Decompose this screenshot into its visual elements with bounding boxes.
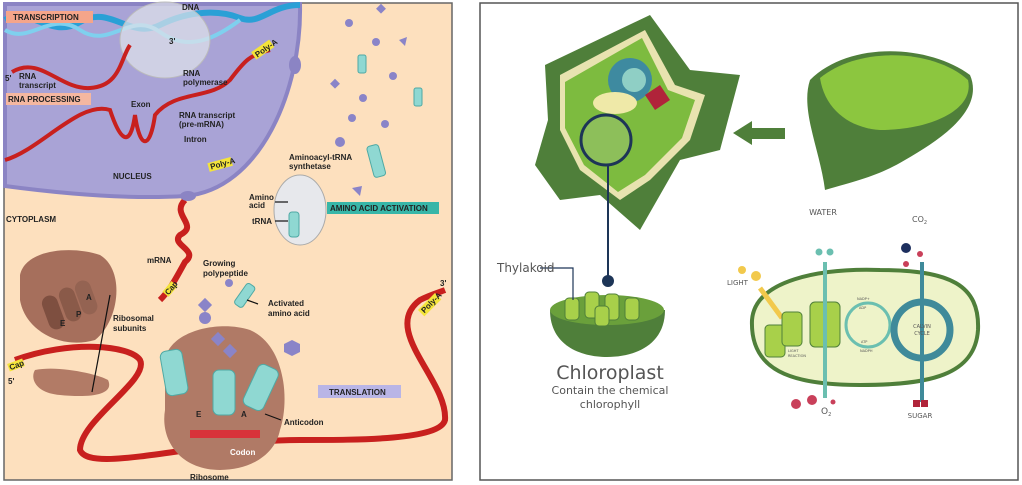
anticodon-label: Anticodon [284,418,324,427]
dna-label: DNA [182,3,200,12]
activated-amino-acid-label: Activated [268,299,304,308]
chloroplast-process [738,243,981,409]
nuclear-pore [289,56,301,74]
activated-amino-acid-label: amino acid [268,309,310,318]
rna-polymerase [119,1,211,79]
codon-bases [190,430,260,438]
rna-processing-label: RNA PROCESSING [8,95,81,104]
rna-polymerase-label: polymerase [183,78,228,87]
exon-label: Exon [131,100,151,109]
translation-label: TRANSLATION [329,388,386,397]
pre-mrna-ribbon [4,48,271,162]
protein-synthesis-panel: TRANSCRIPTION RNA PROCESSING AMINO ACID … [3,1,453,482]
amino-acid-label: Amino [249,193,274,202]
codon-label: Codon [230,448,255,457]
calvin-cycle-label: CALVIN [913,324,931,330]
ribosomal-subunits-label: Ribosomal [113,314,154,323]
site-e-slot [41,295,65,330]
atp-label: ATP [861,340,867,344]
leaf [807,51,973,190]
ribosomal-subunits-label: subunits [113,324,147,333]
intron-label: Intron [184,135,207,144]
amino-acid-label: acid [249,201,265,210]
small-ribosomal-subunit [33,368,110,397]
sugar-label: SUGAR [908,412,933,420]
trna-in-synthetase [288,211,300,238]
rna-processing-label-box [6,93,91,105]
thylakoid-label: Thylakoid [496,261,555,275]
rna-transcript-label: transcript [19,81,56,90]
free-amino-acids [330,3,407,196]
site-p-slot [58,287,82,322]
trna-label: tRNA [252,217,272,226]
translation-label-box [318,385,401,398]
ribosome-a-site-label: A [241,410,247,419]
growing-polypeptide-label: Growing [203,259,236,268]
arrow-left-icon [733,121,785,145]
amino-acid-activation-box [327,202,439,214]
atp-cycle [844,301,892,349]
plant-cell [535,15,740,287]
site-a-slot [74,280,98,315]
cytoplasm-label: CYTOPLASM [6,215,56,224]
nucleus-label: NUCLEUS [113,172,152,181]
mrna-label: mRNA [147,256,172,265]
site-a-label: A [86,293,92,302]
photosynthesis-panel: Thylakoid Chloroplast Contain the chemic… [479,2,1019,481]
light-reaction-label: REACTION [788,354,806,358]
transcription-label: TRANSCRIPTION [13,13,79,22]
chloroplast-subtitle: Contain the chemical [552,384,669,397]
growing-polypeptide-label: polypeptide [203,269,248,278]
adp-label: ADP [859,306,866,310]
rna-transcript-label: RNA [19,72,37,81]
amino-acid-activation-label: AMINO ACID ACTIVATION [330,204,428,213]
growing-polypeptide [197,279,300,359]
leader-lines [91,201,288,421]
chloroplast-cross-section [550,291,665,357]
three-prime-label: 3' [169,37,175,46]
ribosome-trnas [159,282,279,416]
aminoacyl-trna-synthetase [273,174,327,246]
rna-transcript-ribbon [10,43,132,91]
thylakoid-leader [540,267,574,300]
water-label: WATER [809,208,837,217]
calvin-cycle-label: CYCLE [914,331,930,337]
light-arrow [757,286,785,320]
nuclear-pore [180,191,196,201]
trna-molecules [357,54,423,178]
rna-polymerase-label: RNA [183,69,201,78]
site-e-label: E [60,319,66,328]
chloroplast-title: Chloroplast [556,362,664,384]
five-prime-label: 5' [8,377,14,386]
three-prime-label: 3' [440,279,446,288]
pre-mrna-label: RNA transcript [179,111,235,120]
synthetase-label: synthetase [289,162,331,171]
light-reaction-label: LIGHT [788,349,799,353]
synthetase-label: Aminoacyl-tRNA [289,153,352,162]
o2-label: O2 [821,407,831,418]
ribosome-e-site-label: E [196,410,202,419]
pre-mrna-label: (pre-mRNA) [179,120,224,129]
transcription-label-box [6,11,93,23]
site-p-label: P [76,310,82,319]
ribosome-label: Ribosome [190,473,229,482]
chloroplast-subtitle: chlorophyll [580,398,640,411]
co2-label: CO2 [912,215,927,226]
nadp-label: NADP+ [857,297,870,301]
five-prime-label: 5' [5,74,11,83]
nadph-label: NADPH [860,349,873,353]
light-label: LIGHT [727,279,749,287]
